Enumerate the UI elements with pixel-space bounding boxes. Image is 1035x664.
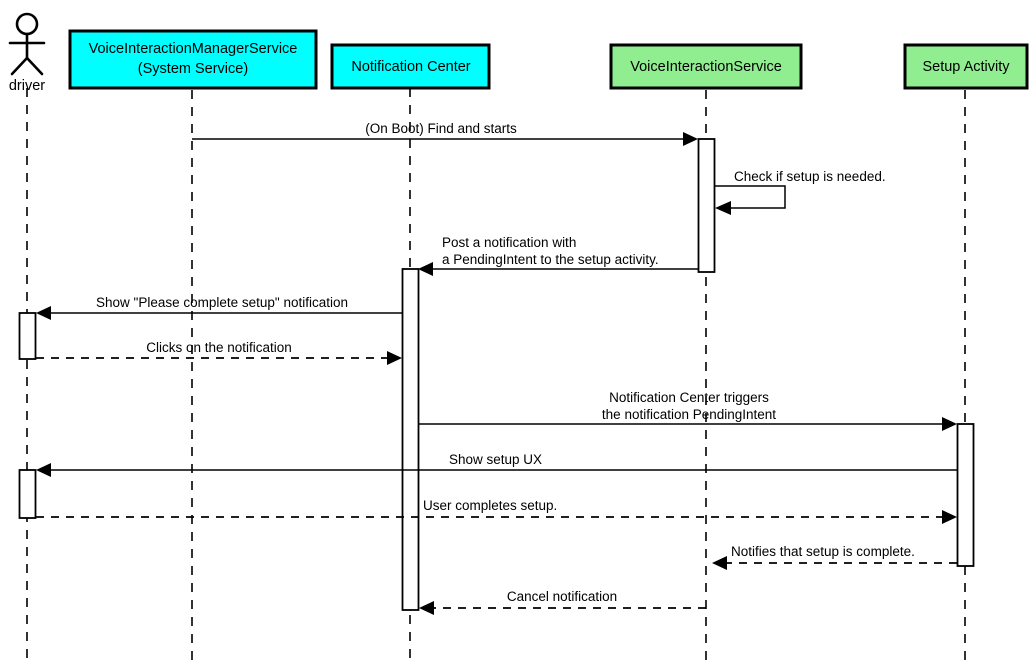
message-arrowhead-m8 [942,510,957,524]
message-show-please-complete-setup-notification[interactable]: Show "Please complete setup" notificatio… [36,295,402,320]
message-label-m2: Check if setup is needed. [734,169,886,184]
message-arrowhead-m2 [715,201,731,215]
message-label-m4: Show "Please complete setup" notificatio… [96,295,348,310]
message-notification-center-triggers-pendingintent[interactable]: Notification Center triggers the notific… [419,390,957,431]
message-on-boot-find-and-starts[interactable]: (On Boot) Find and starts [192,121,698,146]
message-cancel-notification[interactable]: Cancel notification [419,589,706,615]
message-label-m8: User completes setup. [423,498,557,513]
actor-left-leg-icon [10,56,29,76]
activation-bar-vis-1 [697,138,716,273]
message-check-if-setup-is-needed[interactable]: Check if setup is needed. [715,169,886,215]
participant-box-vis[interactable] [609,43,803,90]
activation-bar-setup-activity-1 [956,423,975,567]
activations-layer [18,138,975,611]
participant-driver[interactable]: driver [8,12,46,94]
participant-label-vims-line2: (System Service) [138,61,248,77]
message-label-m5: Clicks on the notification [146,340,292,355]
participant-label-vis: VoiceInteractionService [630,59,782,75]
message-label-m10: Cancel notification [507,589,617,604]
participant-vis[interactable]: VoiceInteractionService [609,43,803,90]
message-label-m6-line2: the notification PendingIntent [602,407,776,422]
participant-vims[interactable]: VoiceInteractionManagerService (System S… [68,29,318,90]
message-arrowhead-m3 [418,262,433,276]
message-label-m3-line1: Post a notification with [442,235,576,250]
participant-setup-activity[interactable]: Setup Activity [903,43,1029,90]
participant-label-notification-center: Notification Center [351,59,470,75]
message-arrowhead-m10 [419,601,434,615]
message-show-setup-ux[interactable]: Show setup UX [36,452,957,477]
actor-head-icon [15,12,39,36]
message-label-m6-line1: Notification Center triggers [609,390,769,405]
message-label-m1: (On Boot) Find and starts [365,121,517,136]
message-arrowhead-m7 [36,463,51,477]
message-line-m2 [715,185,786,209]
message-notifies-that-setup-is-complete[interactable]: Notifies that setup is complete. [712,544,957,570]
participant-notification-center[interactable]: Notification Center [330,43,491,90]
message-arrowhead-m5 [387,351,402,365]
activation-bar-notification-center-1 [401,268,420,611]
participant-box-notification-center[interactable] [330,43,491,90]
message-clicks-on-the-notification[interactable]: Clicks on the notification [36,340,402,365]
message-arrowhead-m6 [942,417,957,431]
activation-bar-driver-1 [18,312,37,360]
message-label-m7: Show setup UX [449,452,542,467]
participant-box-setup-activity[interactable] [903,43,1029,90]
participant-label-setup-activity: Setup Activity [922,59,1010,75]
message-arrowhead-m1 [683,132,698,146]
participant-box-vims[interactable] [68,29,318,90]
message-post-notification-pendingintent[interactable]: Post a notification with a PendingIntent… [418,235,698,276]
message-arrowhead-m9 [712,556,727,570]
message-label-m3-line2: a PendingIntent to the setup activity. [442,252,659,267]
message-arrowhead-m4 [36,306,51,320]
message-user-completes-setup[interactable]: User completes setup. [36,498,957,524]
participant-label-driver: driver [9,78,45,94]
actor-right-leg-icon [25,56,44,76]
activation-bar-driver-2 [18,469,37,519]
participant-label-vims-line1: VoiceInteractionManagerService [89,41,298,57]
message-label-m9: Notifies that setup is complete. [731,544,915,559]
